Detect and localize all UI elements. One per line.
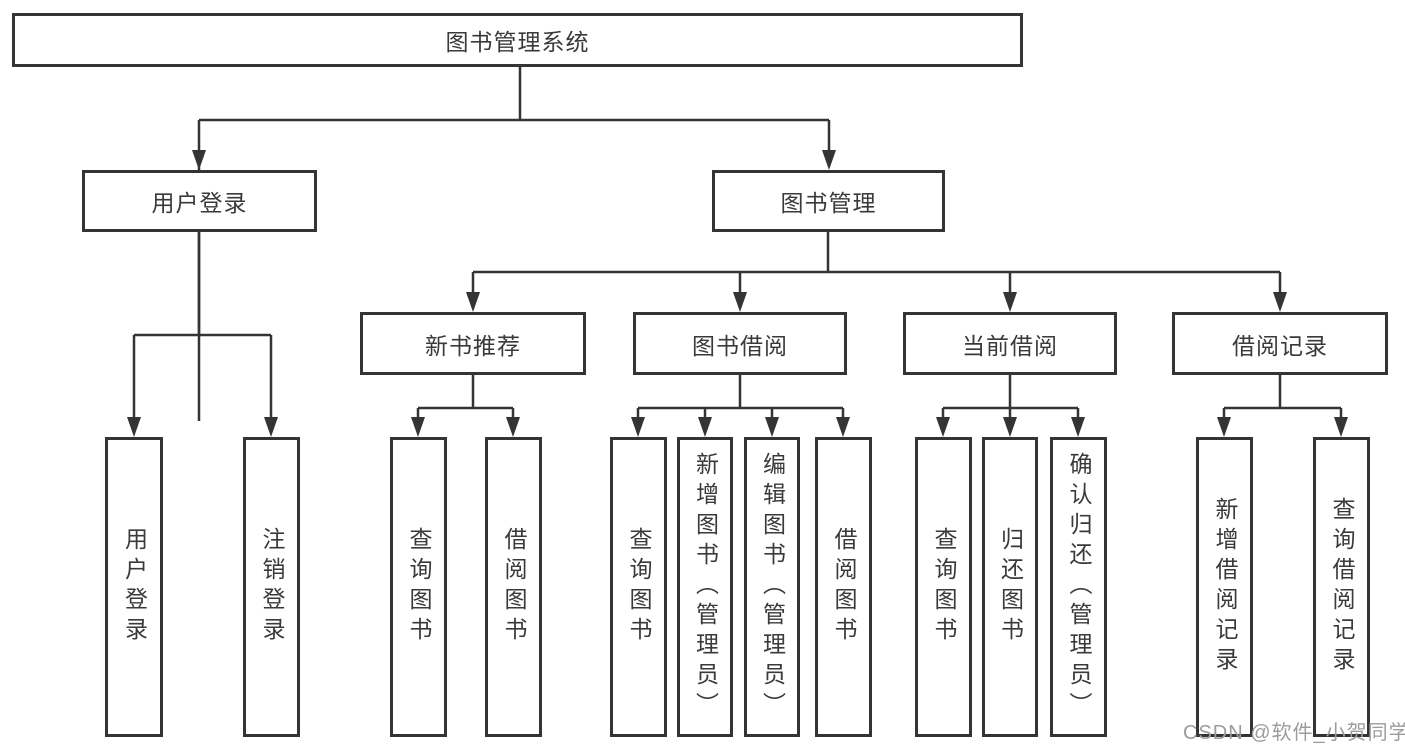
leaf-edit-book-admin: 编辑图书（管理员） — [744, 437, 800, 737]
node-new-book-recommend: 新书推荐 — [360, 312, 586, 375]
node-borrow-records: 借阅记录 — [1172, 312, 1388, 375]
leaf-add-borrow-record: 新增借阅记录 — [1196, 437, 1253, 737]
node-book-borrowing: 图书借阅 — [633, 312, 847, 375]
node-book-management: 图书管理 — [712, 170, 945, 232]
leaf-query-books-borrowing: 查询图书 — [610, 437, 667, 737]
leaf-borrow-books-borrowing: 借阅图书 — [815, 437, 872, 737]
leaf-add-book-admin: 新增图书（管理员） — [677, 437, 733, 737]
leaf-logout: 注销登录 — [243, 437, 300, 737]
leaf-query-books-current: 查询图书 — [915, 437, 972, 737]
csdn-watermark: CSDN @软件_小贺同学 — [1183, 722, 1405, 744]
node-user-login: 用户登录 — [82, 170, 317, 232]
leaf-confirm-return-admin: 确认归还（管理员） — [1050, 437, 1107, 737]
connector-lines — [132, 67, 1343, 433]
node-root: 图书管理系统 — [12, 13, 1023, 67]
leaf-query-borrow-record: 查询借阅记录 — [1313, 437, 1370, 737]
node-current-borrowing: 当前借阅 — [903, 312, 1117, 375]
leaf-return-book: 归还图书 — [982, 437, 1038, 737]
arrowheads — [127, 150, 1348, 437]
leaf-query-books-recommend: 查询图书 — [390, 437, 447, 737]
leaf-user-login: 用户登录 — [105, 437, 163, 737]
leaf-borrow-books-recommend: 借阅图书 — [485, 437, 542, 737]
